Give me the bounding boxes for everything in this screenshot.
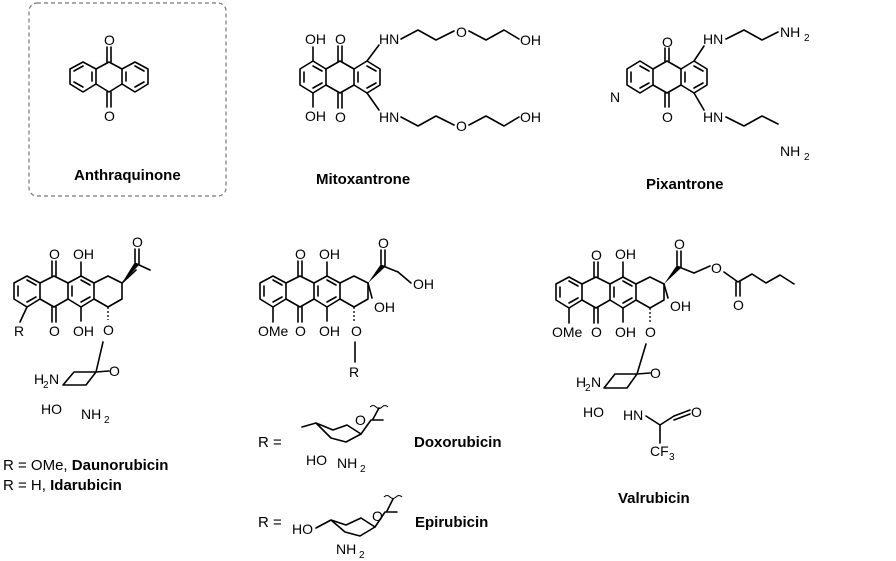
- dauno-nh2-sub: 2: [104, 415, 110, 426]
- valru-hn: HN: [623, 407, 643, 423]
- doxo-r: R: [349, 364, 359, 380]
- doxo-oh-chain: OH: [413, 276, 434, 292]
- valru-h2n: H: [576, 374, 586, 390]
- pixantrone-structure: O O N HN NH 2 HN NH 2 Pixantrone: [610, 24, 810, 193]
- mitoxantrone-oh-top: OH: [305, 31, 326, 47]
- mitoxantrone-hn-top: HN: [379, 31, 399, 47]
- valru-oh-ring: OH: [670, 298, 691, 314]
- doxo-o2: O: [295, 323, 306, 339]
- mitoxantrone-hn-bottom: HN: [379, 109, 399, 125]
- valru-h2n-sub: 2: [585, 383, 591, 394]
- valru-sugar-o: O: [650, 365, 661, 381]
- doxo-sugar-o: O: [355, 412, 366, 428]
- doxorubicin-structure: O O OH OH O OH OH OMe O R R = O HO NH: [258, 235, 502, 475]
- valru-amide-o: O: [691, 404, 702, 420]
- epi-sugar-nh2: NH: [336, 541, 356, 557]
- anthraquinone-o-bottom: O: [104, 108, 115, 124]
- mitoxantrone-o-bottom: O: [335, 109, 346, 125]
- doxo-sugar-nh2-sub: 2: [360, 464, 366, 475]
- epi-sugar-o: O: [372, 508, 383, 524]
- dauno-nh2: NH: [81, 406, 101, 422]
- daunorubicin-structure: O O OH OH O O R O H 2 N HO NH 2: [13, 234, 151, 426]
- valru-ester-o: O: [711, 260, 722, 276]
- dauno-o1: O: [49, 246, 60, 262]
- anthraquinone-structure: O O Anthraquinone: [28, 2, 227, 197]
- pixantrone-nh2-bottom-sub: 2: [804, 152, 810, 163]
- doxo-o1: O: [295, 246, 306, 262]
- epi-sugar-ho: HO: [292, 521, 313, 537]
- valru-cf3: CF: [650, 443, 669, 459]
- legend-idarubicin: Idarubicin: [50, 477, 122, 494]
- mitoxantrone-oh-end-bottom: OH: [520, 109, 541, 125]
- pixantrone-name: Pixantrone: [646, 176, 724, 193]
- anthraquinone-o-top: O: [104, 32, 115, 48]
- pixantrone-n-ring: N: [610, 89, 620, 105]
- doxo-r-label: R =: [258, 434, 282, 451]
- doxo-keto-o: O: [378, 235, 389, 251]
- anthraquinone-dashed-box: [28, 2, 227, 197]
- dauno-ketone-o: O: [132, 234, 143, 250]
- doxo-oh2: OH: [319, 323, 340, 339]
- doxo-oh1: OH: [319, 246, 340, 262]
- pixantrone-hn-bottom: HN: [703, 109, 723, 125]
- doxo-sugar-nh2: NH: [337, 455, 357, 471]
- pixantrone-o-top: O: [662, 34, 673, 50]
- mitoxantrone-o-top: O: [335, 31, 346, 47]
- valrubicin-name: Valrubicin: [618, 490, 690, 507]
- dauno-r: R: [14, 323, 24, 339]
- pixantrone-nh2-top: NH: [780, 24, 800, 40]
- svg-text:R = H, Idarubicin: R = H, Idarubicin: [3, 477, 122, 494]
- doxo-o-glyc: O: [351, 323, 362, 339]
- valru-oh1: OH: [615, 246, 636, 262]
- anthraquinone-name: Anthraquinone: [74, 167, 181, 184]
- mitoxantrone-name: Mitoxantrone: [316, 171, 410, 188]
- mitoxantrone-oh-end-top: OH: [520, 32, 541, 48]
- valru-o1: O: [591, 247, 602, 263]
- valru-ho: HO: [583, 404, 604, 420]
- doxo-sugar-ho: HO: [306, 452, 327, 468]
- valru-ome: OMe: [552, 324, 583, 340]
- valru-oh2: OH: [615, 324, 636, 340]
- doxo-ome: OMe: [258, 323, 289, 339]
- dauno-h2n: H: [34, 371, 44, 387]
- dauno-ho: HO: [41, 401, 62, 417]
- valrubicin-structure: O O OH OH O O O OH OMe O O H 2 N HO: [552, 236, 795, 507]
- pixantrone-hn-top: HN: [703, 31, 723, 47]
- epirubicin-structure: R = O HO NH 2 Epirubicin: [258, 495, 488, 561]
- epirubicin-name: Epirubicin: [415, 514, 488, 531]
- legend-daunorubicin: Daunorubicin: [72, 457, 169, 474]
- epi-sugar-nh2-sub: 2: [359, 550, 365, 561]
- dauno-o-glyc: O: [103, 322, 114, 338]
- pixantrone-nh2-bottom: NH: [780, 143, 800, 159]
- valru-h2n-n: N: [591, 374, 601, 390]
- valru-keto-o: O: [674, 236, 685, 252]
- mitoxantrone-o-chain-bottom: O: [456, 118, 467, 134]
- dauno-o2: O: [49, 323, 60, 339]
- legend-line2-prefix: R = H,: [3, 477, 50, 494]
- dauno-idarubicin-legend: R = OMe, Daunorubicin R = H, Idarubicin: [3, 457, 168, 494]
- legend-line1-prefix: R = OMe,: [3, 457, 72, 474]
- dauno-o-ring: O: [109, 363, 120, 379]
- doxo-oh-ring: OH: [374, 299, 395, 315]
- valru-o2: O: [591, 324, 602, 340]
- mitoxantrone-oh-bottom: OH: [305, 108, 326, 124]
- dauno-oh1: OH: [73, 246, 94, 262]
- pixantrone-o-bottom: O: [662, 109, 673, 125]
- mitoxantrone-structure: O O OH OH HN O OH HN O OH Mitoxantrone: [299, 24, 541, 188]
- valru-o-glyc: O: [645, 324, 656, 340]
- pixantrone-nh2-top-sub: 2: [804, 33, 810, 44]
- dauno-oh2: OH: [73, 323, 94, 339]
- dauno-h2n-n: N: [49, 371, 59, 387]
- svg-text:R = OMe, Daunorubicin: R = OMe, Daunorubicin: [3, 457, 168, 474]
- mitoxantrone-o-chain-top: O: [456, 24, 467, 40]
- dauno-h2n-sub: 2: [43, 380, 49, 391]
- valru-cf3-sub: 3: [669, 452, 675, 463]
- epi-r-label: R =: [258, 514, 282, 531]
- doxorubicin-name: Doxorubicin: [414, 434, 502, 451]
- valru-carbonyl-o: O: [733, 297, 744, 313]
